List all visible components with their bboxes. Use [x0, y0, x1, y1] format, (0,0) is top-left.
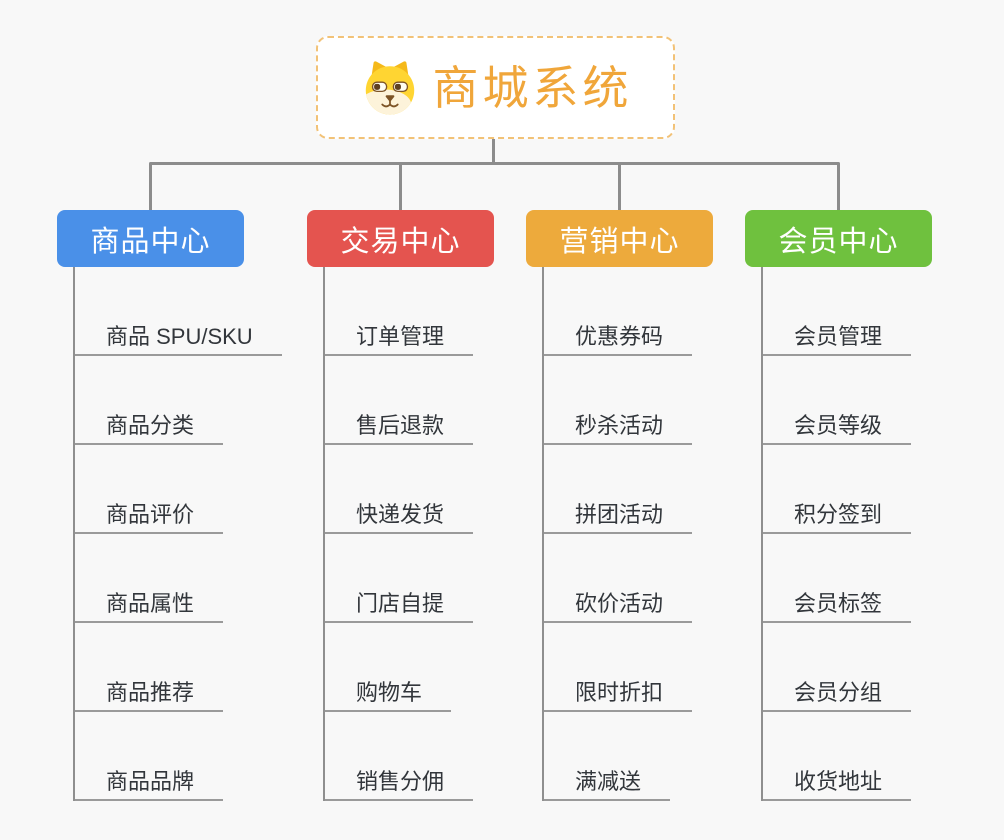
child-node[interactable]: 限时折扣: [544, 679, 693, 712]
child-node-row: 秒杀活动: [544, 356, 693, 445]
child-node-row: 商品推荐: [75, 623, 282, 712]
connector-drop: [618, 164, 621, 210]
child-node-row: 会员管理: [763, 267, 912, 356]
branch-children: 会员管理会员等级积分签到会员标签会员分组收货地址: [761, 267, 912, 801]
child-node[interactable]: 满减送: [544, 768, 671, 801]
child-node-row: 限时折扣: [544, 623, 693, 712]
child-node[interactable]: 收货地址: [763, 768, 912, 801]
child-node-row: 积分签到: [763, 445, 912, 534]
child-node[interactable]: 积分签到: [763, 501, 912, 534]
child-node-row: 会员等级: [763, 356, 912, 445]
child-node[interactable]: 会员分组: [763, 679, 912, 712]
dog-face-icon: [365, 61, 414, 115]
connector-drop: [149, 164, 152, 210]
child-node[interactable]: 订单管理: [325, 323, 474, 356]
child-node[interactable]: 商品分类: [75, 412, 224, 445]
branch-node-trade-center[interactable]: 交易中心: [307, 210, 494, 267]
child-node-row: 满减送: [544, 712, 692, 801]
branch-children: 商品 SPU/SKU 商品分类商品评价商品属性商品推荐商品品牌: [73, 267, 282, 801]
child-node-row: 商品 SPU/SKU: [75, 267, 282, 356]
child-node-row: 快递发货: [325, 445, 474, 534]
child-node-row: 拼团活动: [544, 445, 693, 534]
child-node[interactable]: 销售分佣: [325, 768, 474, 801]
child-node-row: 商品品牌: [75, 712, 282, 801]
child-node-row: 会员标签: [763, 534, 912, 623]
child-node-row: 砍价活动: [544, 534, 693, 623]
branch-children: 订单管理售后退款快递发货门店自提购物车销售分佣: [323, 267, 474, 801]
child-node[interactable]: 售后退款: [325, 412, 474, 445]
child-node-row: 收货地址: [763, 712, 912, 801]
branch-member-center: 会员中心会员管理会员等级积分签到会员标签会员分组收货地址: [745, 210, 932, 801]
branch-marketing-center: 营销中心优惠券码秒杀活动拼团活动砍价活动限时折扣满减送: [526, 210, 713, 801]
branch-node-marketing-center[interactable]: 营销中心: [526, 210, 713, 267]
root-node[interactable]: 商城系统: [316, 36, 675, 139]
child-node-row: 优惠券码: [544, 267, 693, 356]
child-node[interactable]: 商品品牌: [75, 768, 224, 801]
child-node[interactable]: 购物车: [325, 679, 452, 712]
child-node[interactable]: 会员管理: [763, 323, 912, 356]
child-node[interactable]: 拼团活动: [544, 501, 693, 534]
child-node-row: 商品属性: [75, 534, 282, 623]
branch-node-member-center[interactable]: 会员中心: [745, 210, 932, 267]
branch-product-center: 商品中心商品 SPU/SKU 商品分类商品评价商品属性商品推荐商品品牌: [57, 210, 282, 801]
connector-drop: [837, 164, 840, 210]
child-node[interactable]: 会员标签: [763, 590, 912, 623]
child-node-row: 购物车: [325, 623, 473, 712]
child-node-row: 商品评价: [75, 445, 282, 534]
child-node[interactable]: 商品 SPU/SKU: [75, 323, 282, 356]
child-node[interactable]: 砍价活动: [544, 590, 693, 623]
branch-trade-center: 交易中心订单管理售后退款快递发货门店自提购物车销售分佣: [307, 210, 494, 801]
root-title: 商城系统: [432, 61, 633, 114]
child-node-row: 会员分组: [763, 623, 912, 712]
child-node[interactable]: 商品推荐: [75, 679, 224, 712]
child-node[interactable]: 快递发货: [325, 501, 474, 534]
child-node[interactable]: 优惠券码: [544, 323, 693, 356]
child-node-row: 销售分佣: [325, 712, 474, 801]
branch-children: 优惠券码秒杀活动拼团活动砍价活动限时折扣满减送: [542, 267, 693, 801]
child-node-row: 商品分类: [75, 356, 282, 445]
child-node[interactable]: 商品评价: [75, 501, 224, 534]
branch-node-product-center[interactable]: 商品中心: [57, 210, 244, 267]
child-node-row: 订单管理: [325, 267, 474, 356]
connector-bus: [149, 162, 840, 165]
connector-drop: [399, 164, 402, 210]
child-node[interactable]: 门店自提: [325, 590, 474, 623]
child-node[interactable]: 秒杀活动: [544, 412, 693, 445]
child-node[interactable]: 商品属性: [75, 590, 224, 623]
child-node-row: 售后退款: [325, 356, 474, 445]
child-node-row: 门店自提: [325, 534, 474, 623]
child-node[interactable]: 会员等级: [763, 412, 912, 445]
connector-root-stem: [492, 139, 495, 164]
